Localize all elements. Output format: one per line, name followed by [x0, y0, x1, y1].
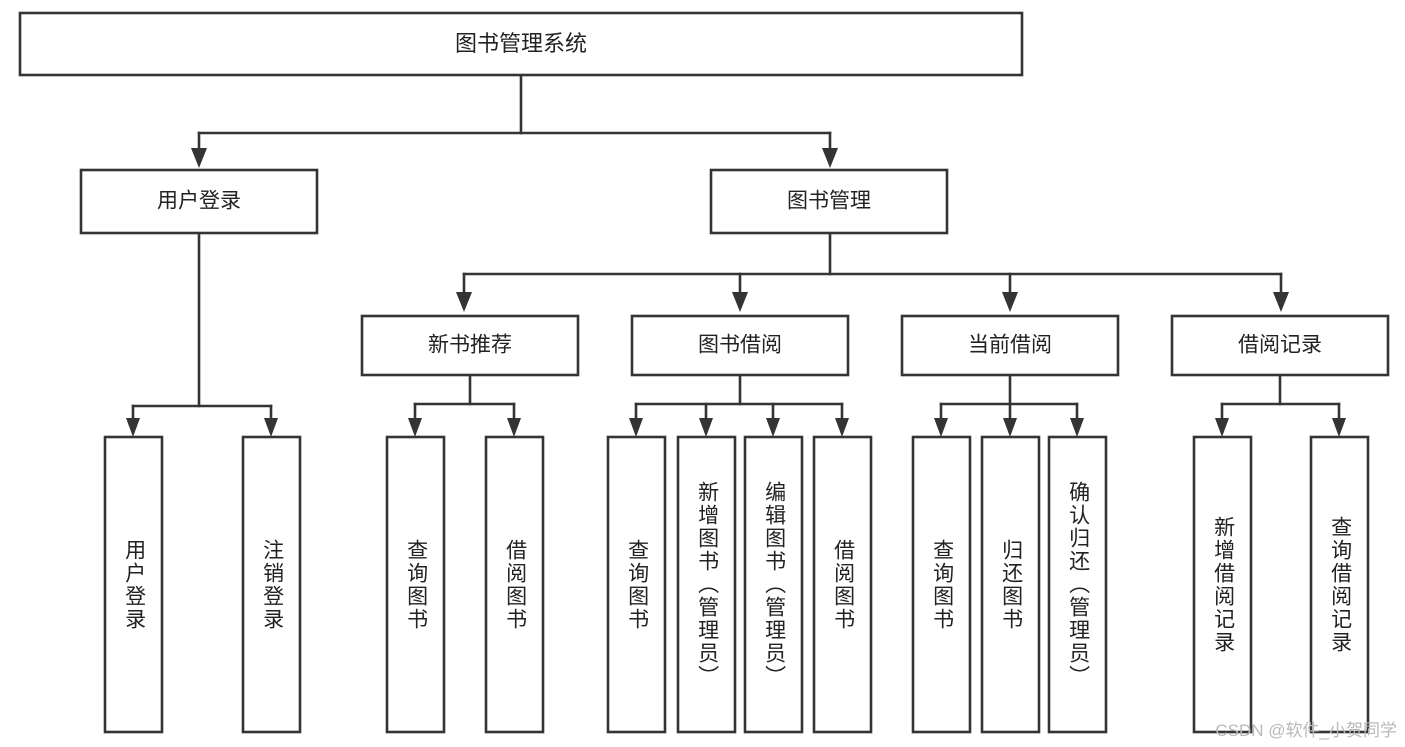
node-new-book-recommend[interactable]: 新书推荐 [360, 314, 580, 377]
arrow-head-icon [507, 418, 521, 437]
arrow-head-icon [191, 148, 207, 168]
node-new-book-recommend-box[interactable] [360, 314, 580, 377]
node-leaf-query-book-3-box[interactable] [911, 435, 972, 734]
connector-new-book-to-leaves [408, 373, 521, 437]
connector-book-borrow-to-leaves [629, 373, 849, 437]
arrow-head-icon [699, 418, 713, 437]
node-leaf-query-book-2-box[interactable] [606, 435, 667, 734]
connector-book-manage-to-level2 [456, 231, 1289, 312]
arrow-head-icon [456, 292, 472, 312]
arrow-head-icon [1332, 418, 1346, 437]
arrow-head-icon [1070, 418, 1084, 437]
connector-user-login-to-leaves [126, 231, 278, 437]
arrow-head-icon [822, 148, 838, 168]
node-leaf-edit-book-box[interactable] [743, 435, 804, 734]
arrow-head-icon [264, 418, 278, 437]
arrow-head-icon [766, 418, 780, 437]
node-leaf-return-book-box[interactable] [980, 435, 1041, 734]
node-leaf-borrow-book-2-box[interactable] [812, 435, 873, 734]
node-current-borrow-label: 当前借阅 [968, 334, 1052, 357]
node-leaf-add-record-box[interactable] [1192, 435, 1253, 734]
arrow-head-icon [408, 418, 422, 437]
node-leaf-user-login-box[interactable] [103, 435, 164, 734]
connector-root-to-level1 [191, 74, 838, 168]
arrow-head-icon [1215, 418, 1229, 437]
node-user-login-label: 用户登录 [157, 190, 241, 213]
arrow-head-icon [1273, 292, 1289, 312]
node-leaf-user-logout-box[interactable] [241, 435, 302, 734]
node-root-label: 图书管理系统 [455, 31, 587, 56]
watermark-text: CSDN @软件_小贺同学 [1215, 721, 1397, 740]
node-user-login[interactable]: 用户登录 [79, 168, 319, 235]
node-leaf-confirm-return-box[interactable] [1047, 435, 1108, 734]
node-leaf-borrow-book-1-box[interactable] [484, 435, 545, 734]
node-user-login-box[interactable] [79, 168, 319, 235]
node-root[interactable]: 图书管理系统 [18, 11, 1024, 77]
node-book-manage-label: 图书管理 [787, 190, 871, 213]
arrow-head-icon [934, 418, 948, 437]
connector-current-borrow-to-leaves [934, 373, 1084, 437]
node-book-manage-box[interactable] [709, 168, 949, 235]
node-borrow-record-box[interactable] [1170, 314, 1390, 377]
node-current-borrow-box[interactable] [900, 314, 1120, 377]
node-borrow-record-label: 借阅记录 [1238, 334, 1322, 357]
node-book-borrow-label: 图书借阅 [698, 334, 782, 357]
arrow-head-icon [1003, 418, 1017, 437]
node-borrow-record[interactable]: 借阅记录 [1170, 314, 1390, 377]
node-leaf-query-book-1-box[interactable] [385, 435, 446, 734]
arrow-head-icon [126, 418, 140, 437]
arrow-head-icon [835, 418, 849, 437]
node-book-borrow-box[interactable] [630, 314, 850, 377]
arrow-head-icon [732, 292, 748, 312]
node-root-box[interactable] [18, 11, 1024, 77]
node-leaf-query-record-box[interactable] [1309, 435, 1370, 734]
node-leaf-add-book-box[interactable] [676, 435, 737, 734]
connector-borrow-record-to-leaves [1215, 373, 1346, 437]
node-new-book-recommend-label: 新书推荐 [428, 334, 512, 357]
arrow-head-icon [1002, 292, 1018, 312]
arrow-head-icon [629, 418, 643, 437]
node-current-borrow[interactable]: 当前借阅 [900, 314, 1120, 377]
node-book-borrow[interactable]: 图书借阅 [630, 314, 850, 377]
node-book-manage[interactable]: 图书管理 [709, 168, 949, 235]
